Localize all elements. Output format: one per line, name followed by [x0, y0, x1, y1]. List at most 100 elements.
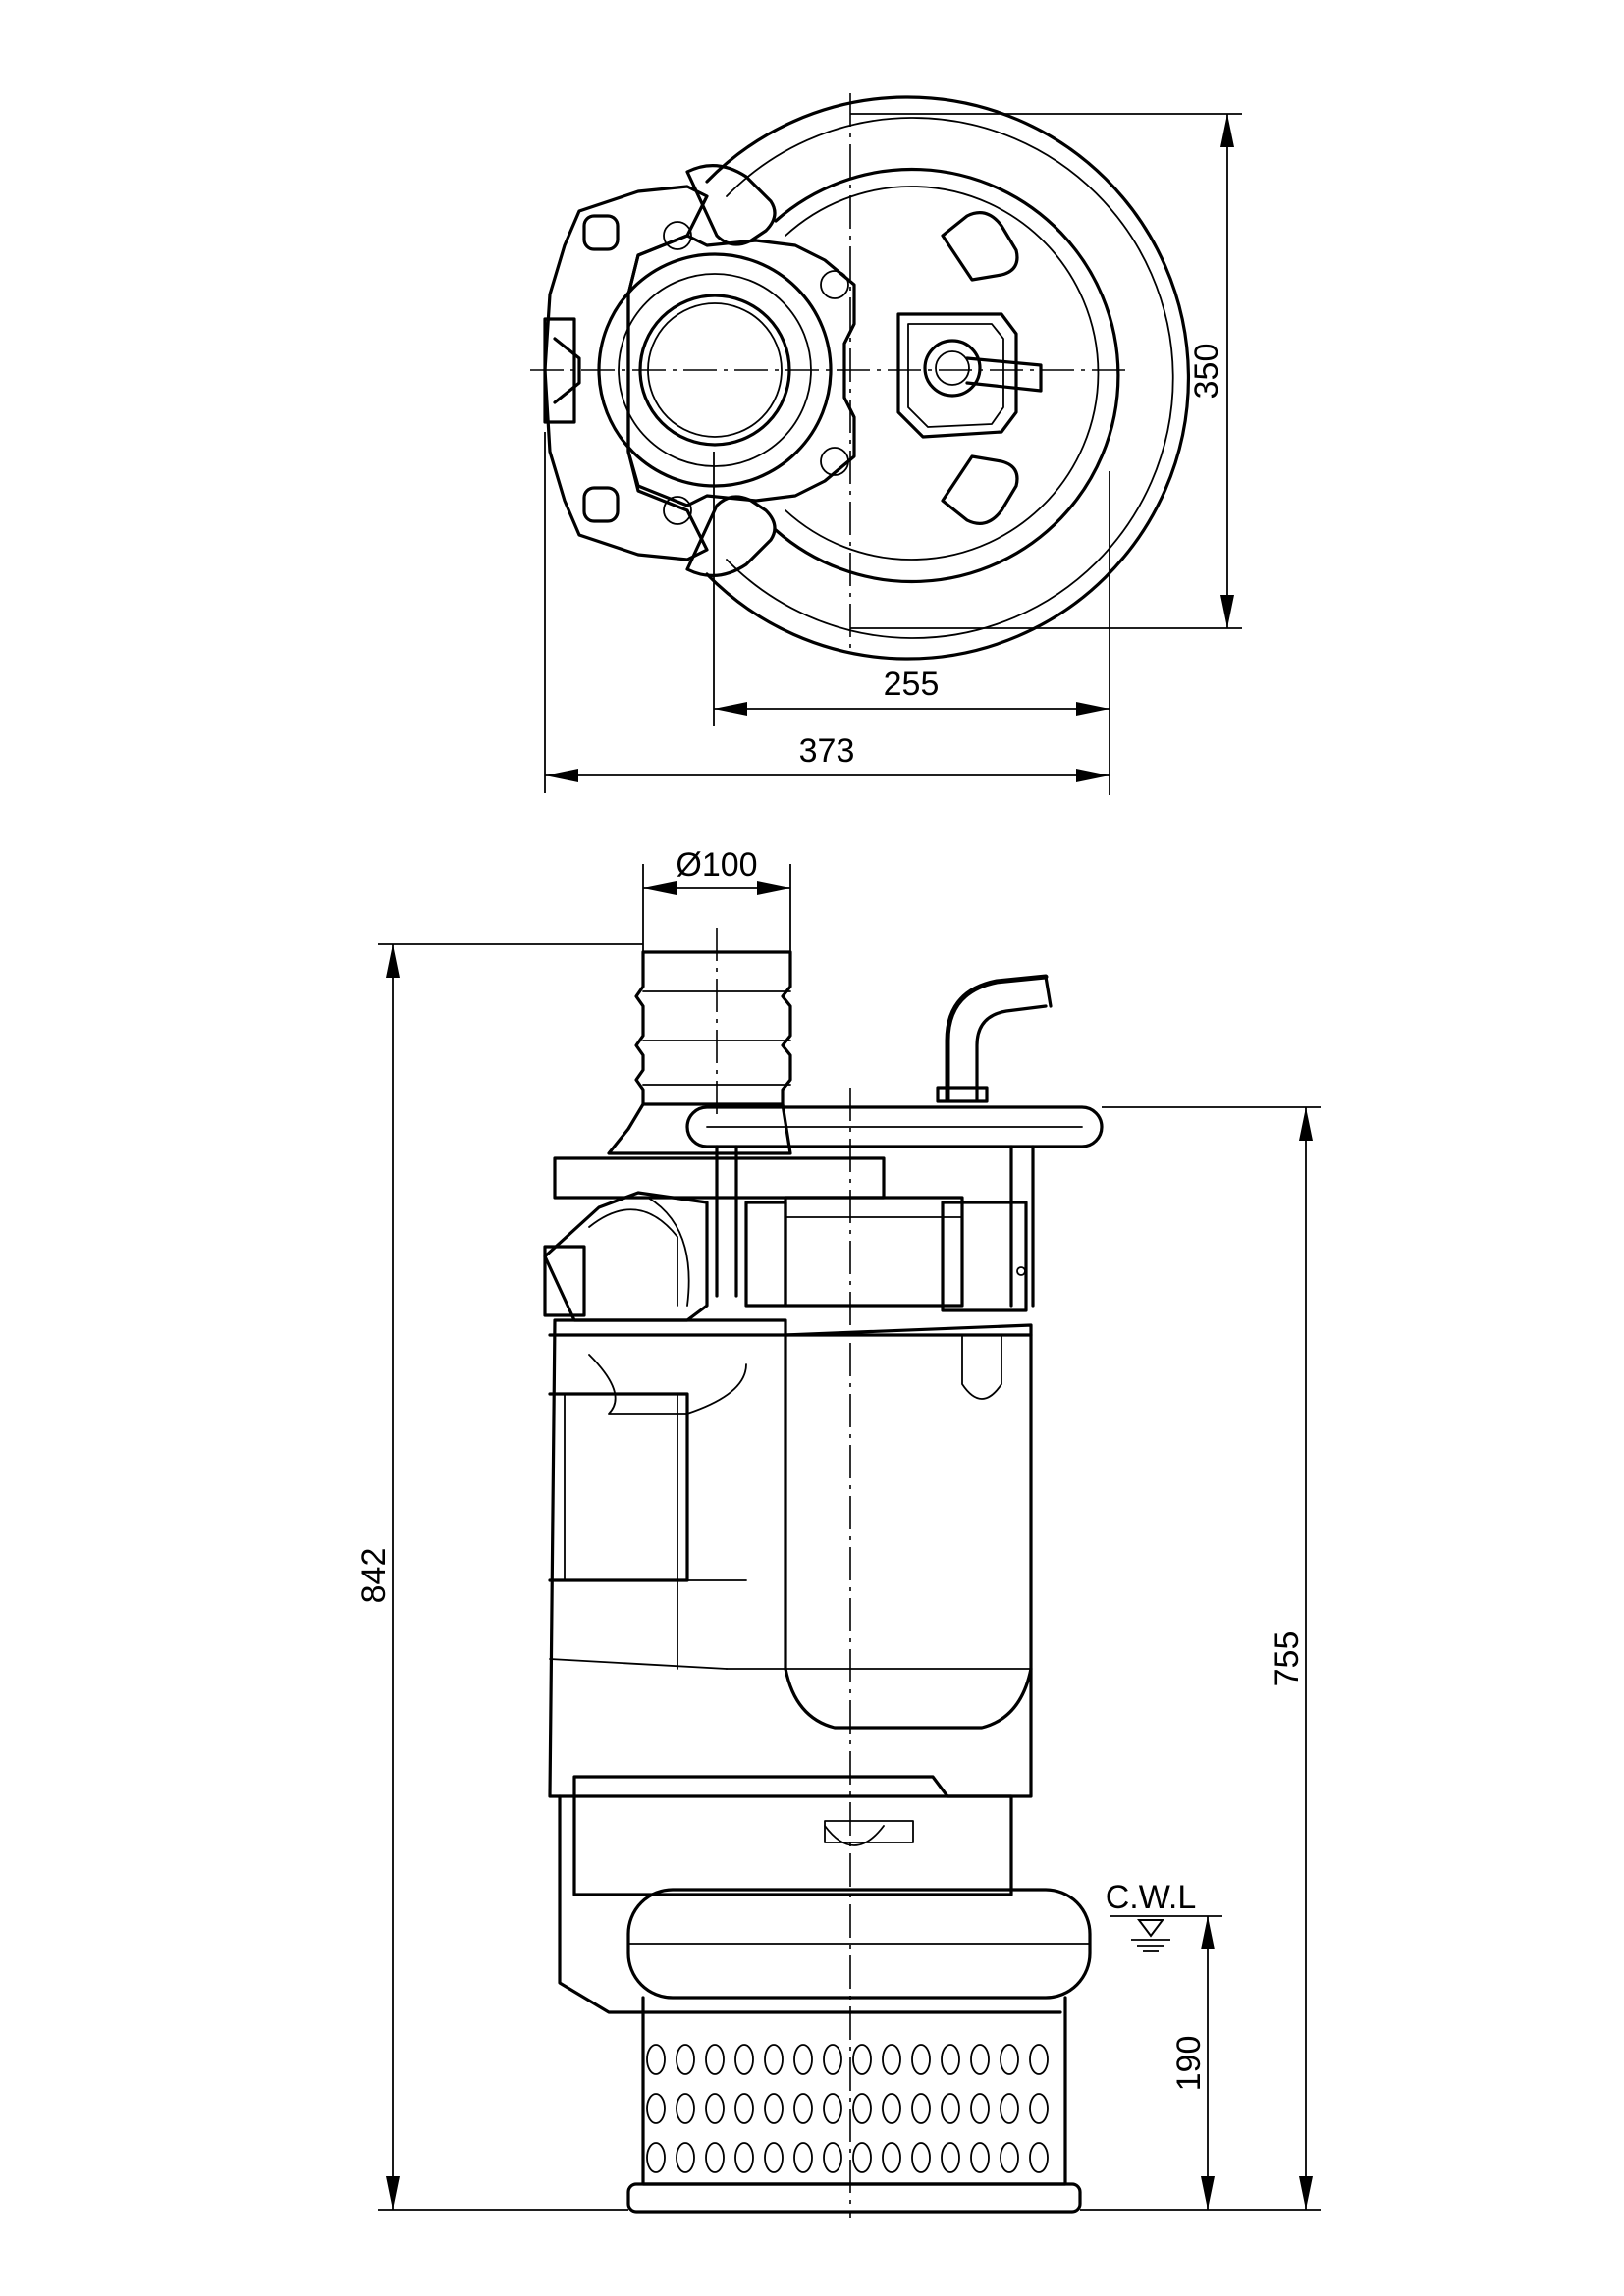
arrow-755-top — [1299, 1107, 1313, 1141]
cable-entry-block — [896, 312, 1018, 439]
outlet-mid-ring — [618, 273, 812, 467]
lower-casing-left — [558, 1794, 1062, 2014]
dim-842-label: 842 — [355, 1548, 393, 1604]
volute-side-block — [543, 1245, 586, 1317]
strainer-hole — [823, 2044, 842, 2075]
arrow-350-top — [1220, 114, 1234, 147]
outer-ring-inner-edge — [726, 117, 1174, 639]
carrying-handle — [685, 1105, 1104, 1148]
arrow-255-left — [714, 702, 747, 716]
strainer-hole — [764, 2093, 784, 2124]
strainer-hole — [793, 2093, 813, 2124]
cable-gland-outer — [923, 339, 982, 398]
flange-bolt-1 — [663, 221, 692, 250]
dim-373-label: 373 — [799, 732, 855, 770]
strainer-hole — [882, 2093, 901, 2124]
strainer-hole — [1000, 2044, 1019, 2075]
lower-casing — [572, 1775, 1013, 1896]
strainer-hole — [676, 2142, 695, 2173]
strainer-hole — [646, 2142, 666, 2173]
pump-body-outline — [548, 1318, 1033, 1798]
casing-bracket — [553, 337, 581, 404]
outlet-bore-inner — [647, 302, 783, 438]
rivet — [1016, 1266, 1026, 1276]
arrow-373-right — [1076, 769, 1110, 782]
motor-housing-outline — [774, 167, 1120, 584]
arrow-373-left — [545, 769, 578, 782]
arrow-350-bottom — [1220, 595, 1234, 628]
strainer-hole — [676, 2093, 695, 2124]
pump-volute — [543, 1191, 709, 1322]
strainer-hole — [823, 2142, 842, 2173]
dim-350-label: 350 — [1188, 344, 1225, 400]
power-cable-outer — [945, 974, 1049, 1102]
strainer-hole — [1029, 2093, 1049, 2124]
strainer-holes — [646, 2044, 1049, 2173]
cable-end — [1044, 975, 1053, 1008]
outlet-coupling — [634, 950, 792, 1106]
latch-block — [824, 1820, 914, 1843]
strainer-hole — [911, 2044, 931, 2075]
flange-bolt-4 — [663, 496, 692, 525]
strainer-base — [626, 2182, 1082, 2214]
arrow-d100-left — [643, 881, 677, 895]
bearing-block-right — [941, 1201, 1028, 1312]
strainer-hole — [734, 2093, 754, 2124]
strainer-hole — [705, 2142, 725, 2173]
motor-housing — [784, 1333, 1033, 1730]
side-view — [543, 928, 1104, 2218]
cwl-label: C.W.L — [1106, 1879, 1197, 1916]
cable-entry-inner — [907, 323, 1004, 428]
casing-side-plate — [543, 317, 576, 424]
strainer-hole — [1029, 2044, 1049, 2075]
dim-190-label: 190 — [1170, 2036, 1208, 2092]
dim-d100-label: Ø100 — [676, 846, 757, 883]
arrow-842-top — [386, 944, 400, 978]
flange-bolt-3 — [820, 447, 849, 476]
outer-ring — [705, 95, 1190, 661]
strainer-hole — [764, 2044, 784, 2075]
top-view — [530, 93, 1190, 661]
strainer-hole — [676, 2044, 695, 2075]
arrow-842-bottom — [386, 2176, 400, 2210]
arrow-755-bottom — [1299, 2176, 1313, 2210]
casing-lug-top — [582, 214, 620, 251]
motor-cap — [784, 1196, 964, 1308]
outlet-flange — [626, 234, 856, 507]
volute-inner-curve — [588, 1208, 678, 1307]
strainer-hole — [911, 2093, 931, 2124]
clamp-top-left — [685, 163, 777, 246]
strainer-hole — [882, 2142, 901, 2173]
strainer-hole — [970, 2142, 990, 2173]
strainer-hole — [941, 2142, 960, 2173]
power-cable-inner — [975, 1004, 1048, 1101]
strainer-hole — [970, 2044, 990, 2075]
strainer-hole — [941, 2044, 960, 2075]
strainer-hole — [705, 2093, 725, 2124]
dim-255-label: 255 — [884, 666, 940, 703]
strainer-hole — [734, 2142, 754, 2173]
arrow-190-top — [1201, 1916, 1215, 1949]
strainer-latch — [824, 1825, 885, 1846]
strainer-hole — [793, 2142, 813, 2173]
strainer-hole — [705, 2044, 725, 2075]
outlet-outer-ring — [597, 252, 833, 488]
strainer-hole — [852, 2044, 872, 2075]
strainer-hole — [970, 2093, 990, 2124]
cable-boss — [961, 1334, 1002, 1400]
side-discharge-pipe — [548, 1392, 689, 1582]
arrow-255-right — [1076, 702, 1110, 716]
arrow-190-bottom — [1201, 2176, 1215, 2210]
strainer-hole — [646, 2044, 666, 2075]
pipe-joint-2 — [549, 1658, 728, 1670]
volute-vane — [647, 1197, 690, 1307]
strainer-hole — [882, 2044, 901, 2075]
strainer-hole — [941, 2093, 960, 2124]
discharge-casing — [543, 185, 709, 561]
strainer-hole — [734, 2044, 754, 2075]
strainer-hole — [1000, 2142, 1019, 2173]
flange-bolt-2 — [820, 270, 849, 299]
outlet-bore — [638, 294, 791, 447]
cable-stub — [965, 356, 1043, 393]
